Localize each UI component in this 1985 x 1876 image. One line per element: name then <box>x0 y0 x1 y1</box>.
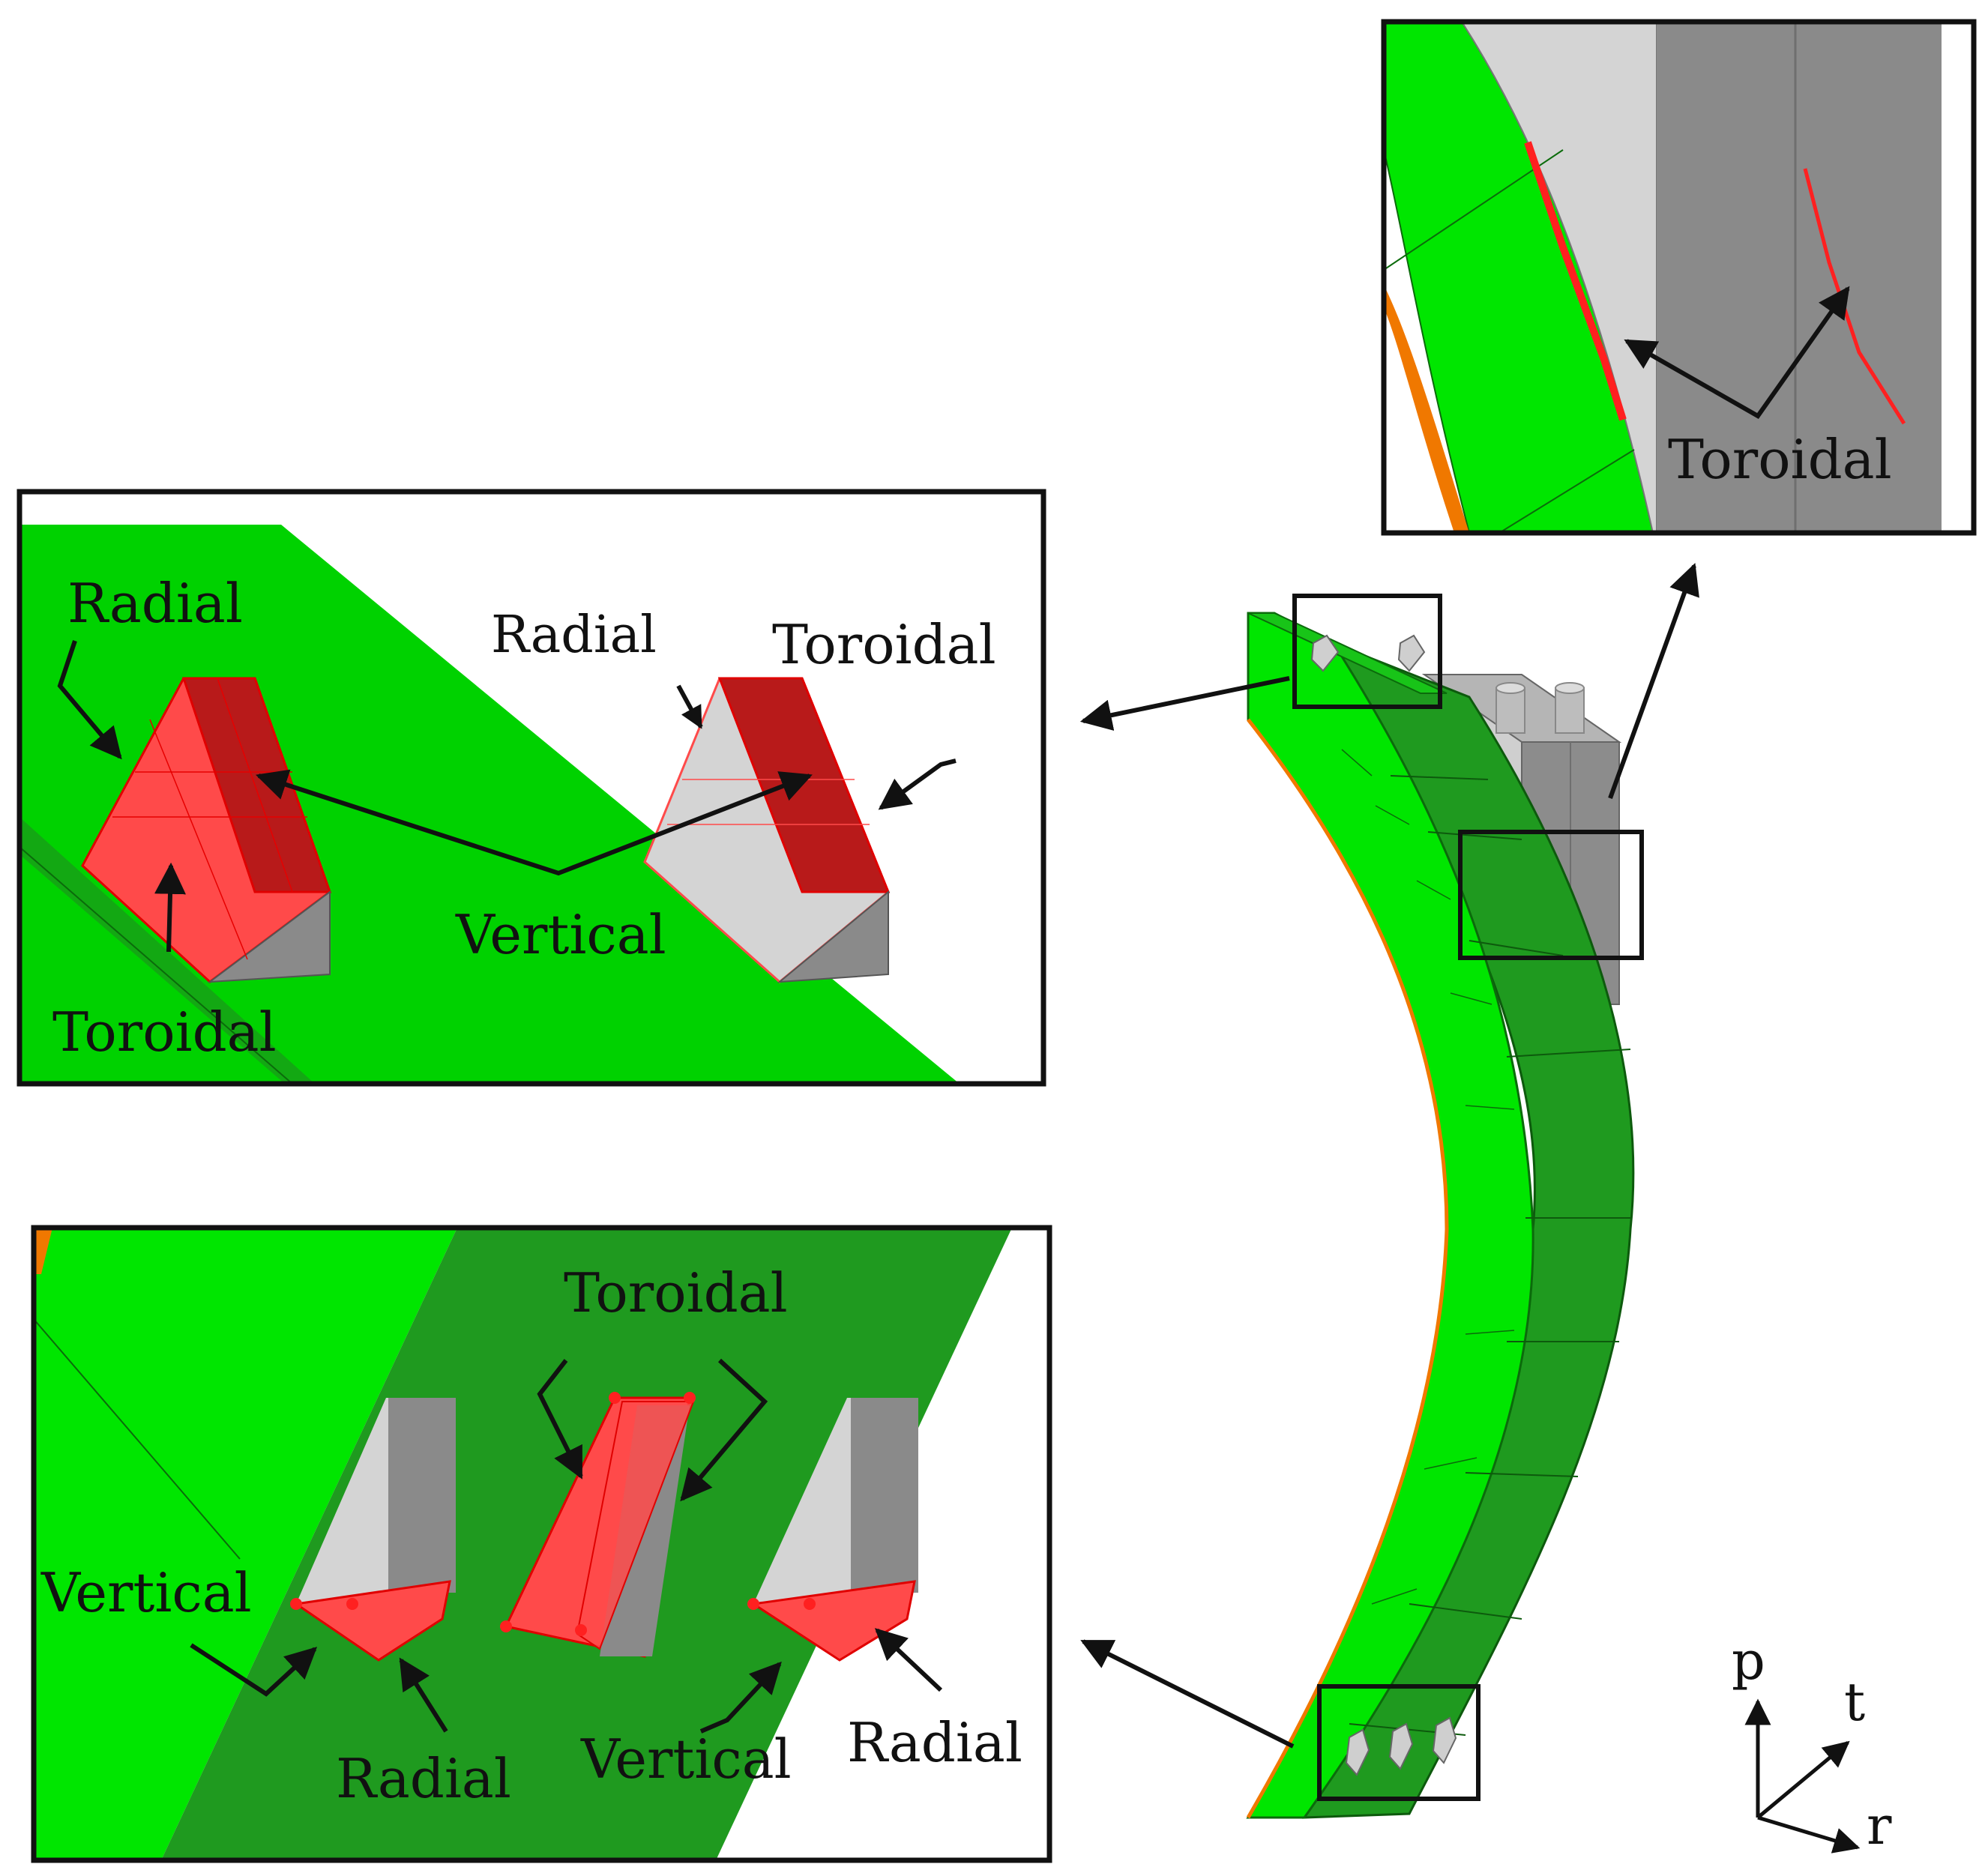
callout-box-bottom <box>1317 1684 1481 1801</box>
callout-box-top <box>1292 594 1442 709</box>
axis-label-p: p <box>1732 1630 1765 1692</box>
support-bottom-left <box>290 1398 456 1662</box>
label-vertical-2: Vertical <box>40 1561 252 1624</box>
zoom-panel-bottom-left: Toroidal Vertical Radial Vertical Radial <box>31 1225 1052 1863</box>
label-toroidal-4: Toroidal <box>564 1261 788 1324</box>
main-structure <box>1246 594 1644 1819</box>
label-toroidal-3: Toroidal <box>1668 428 1892 491</box>
front-panel-lines <box>1341 749 1515 1605</box>
label-vertical-1: Vertical <box>455 903 666 966</box>
bottom-supports <box>1345 1716 1457 1776</box>
zoom-panel-top-right: Toroidal <box>1381 19 1977 536</box>
support-bottom-middle <box>500 1392 696 1658</box>
top-supports <box>1310 634 1426 672</box>
coordinate-axes <box>1744 1698 1861 1854</box>
label-vertical-3: Vertical <box>580 1728 792 1791</box>
arrow-to-bottom-left-panel <box>1080 1639 1295 1749</box>
callout-box-middle <box>1458 830 1644 960</box>
axis-label-r: r <box>1867 1795 1892 1857</box>
axis-label-t: t <box>1844 1671 1865 1733</box>
arrow-to-top-left-panel <box>1079 676 1290 731</box>
beam-orange-edge <box>1246 718 1449 1819</box>
arrow-to-top-right-panel <box>1608 563 1699 800</box>
label-toroidal-1: Toroidal <box>772 613 996 676</box>
label-radial-1: Radial <box>67 572 243 635</box>
support-bottom-right <box>747 1398 918 1662</box>
zoom-panel-top-left: Radial Radial Toroidal Vertical Toroidal <box>16 489 1046 1087</box>
beam-top-cap <box>1247 612 1448 694</box>
label-radial-4: Radial <box>847 1711 1022 1774</box>
label-radial-3: Radial <box>336 1747 511 1810</box>
label-toroidal-2: Toroidal <box>52 1001 277 1064</box>
callout-arrows <box>1079 563 1699 1749</box>
label-radial-2: Radial <box>491 606 657 665</box>
axis-r-arrow <box>1757 1815 1861 1854</box>
red-contact-left <box>1524 141 1627 421</box>
pin-pair <box>1495 682 1585 734</box>
axis-t-arrow <box>1756 1740 1850 1819</box>
